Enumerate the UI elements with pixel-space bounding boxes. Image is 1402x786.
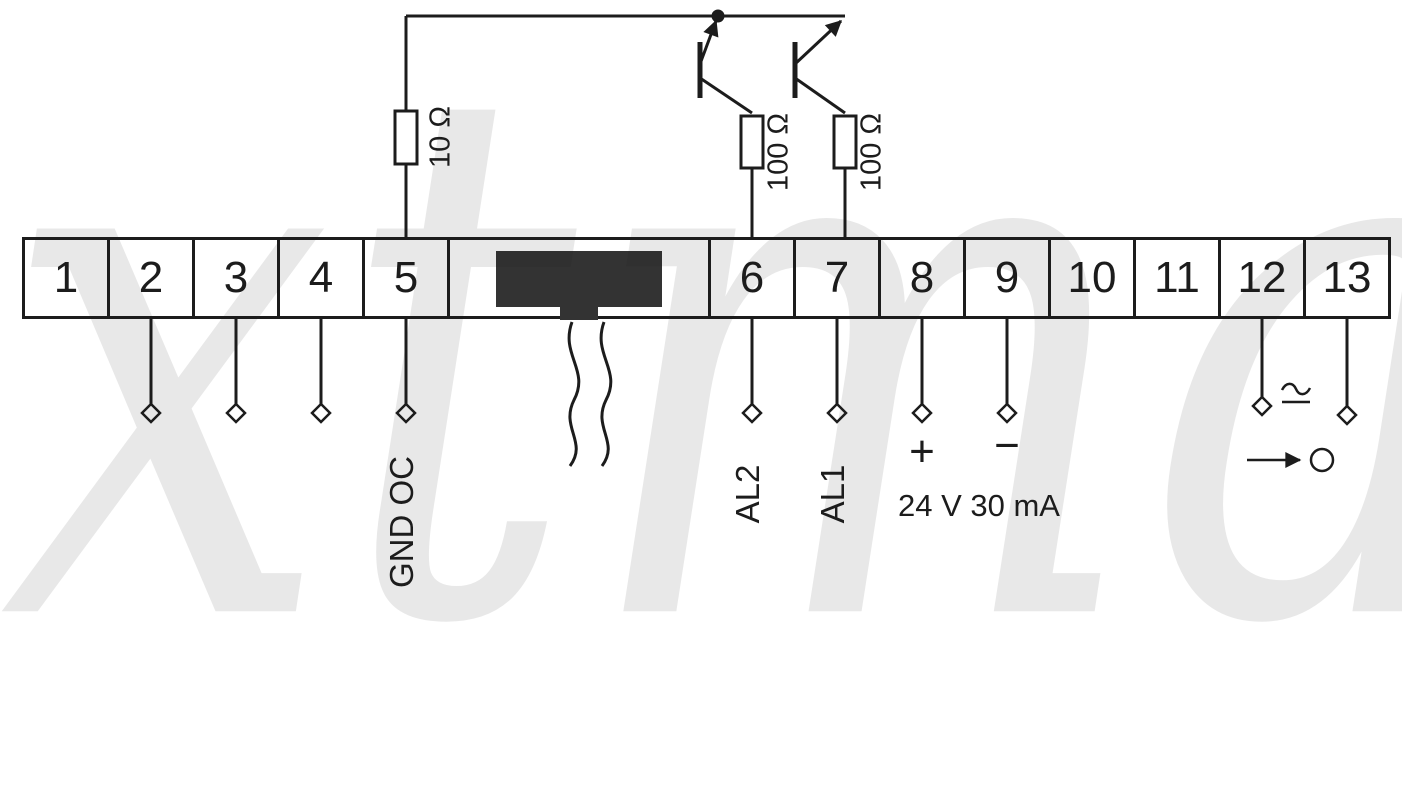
plus-label: + <box>909 427 935 476</box>
sensor-cable-icon <box>567 321 613 467</box>
resistor-100ohm-al1-label: 100 Ω <box>855 112 888 192</box>
terminal-strip: 1 2 3 4 5 6 7 8 9 10 11 12 13 <box>22 237 1391 319</box>
terminal-cell-2: 2 <box>107 237 195 319</box>
terminal-cell-8: 8 <box>878 237 966 319</box>
pin-terminal13-icon <box>1336 404 1358 426</box>
resistor-100ohm-al2-icon <box>739 114 765 170</box>
pin-connectors <box>140 395 1358 426</box>
al2-label: AL2 <box>729 464 766 524</box>
transistor-al1-icon <box>792 19 846 115</box>
pin-terminal4-icon <box>310 402 332 424</box>
supply-rating-label: 24 V 30 mA <box>898 488 1060 523</box>
sensor-connector-icon <box>496 251 662 307</box>
ac-dc-icon <box>1280 382 1312 404</box>
pin-terminal6-icon <box>741 402 763 424</box>
pin-terminal8-icon <box>911 402 933 424</box>
transistor-al2-icon <box>697 19 753 115</box>
resistor-10ohm-label: 10 Ω <box>424 106 457 168</box>
pin-terminal3-icon <box>225 402 247 424</box>
open-collector-network <box>393 9 858 239</box>
al1-label: AL1 <box>814 464 851 524</box>
terminal-leads <box>149 319 1349 406</box>
resistor-10ohm-icon <box>393 109 419 166</box>
power-arrow-icon <box>1247 447 1335 473</box>
wiring-graphics <box>140 9 1358 473</box>
terminal-cell-13: 13 <box>1303 237 1391 319</box>
terminal-cell-3: 3 <box>192 237 280 319</box>
terminal-cell-4: 4 <box>277 237 365 319</box>
pin-terminal5-icon <box>395 402 417 424</box>
pin-terminal12-icon <box>1251 395 1273 417</box>
sensor-connector-cell <box>447 237 711 319</box>
pin-terminal9-icon <box>996 402 1018 424</box>
pin-terminal7-icon <box>826 402 848 424</box>
resistor-100ohm-al2-label: 100 Ω <box>762 112 795 192</box>
terminal-cell-1: 1 <box>22 237 110 319</box>
minus-label: − <box>994 421 1020 470</box>
gnd-oc-label: GND OC <box>383 456 420 588</box>
junction-dot <box>711 9 725 23</box>
pin-terminal2-icon <box>140 402 162 424</box>
terminal-cell-7: 7 <box>793 237 881 319</box>
terminal-cell-9: 9 <box>963 237 1051 319</box>
resistor-100ohm-al1-icon <box>832 114 858 170</box>
